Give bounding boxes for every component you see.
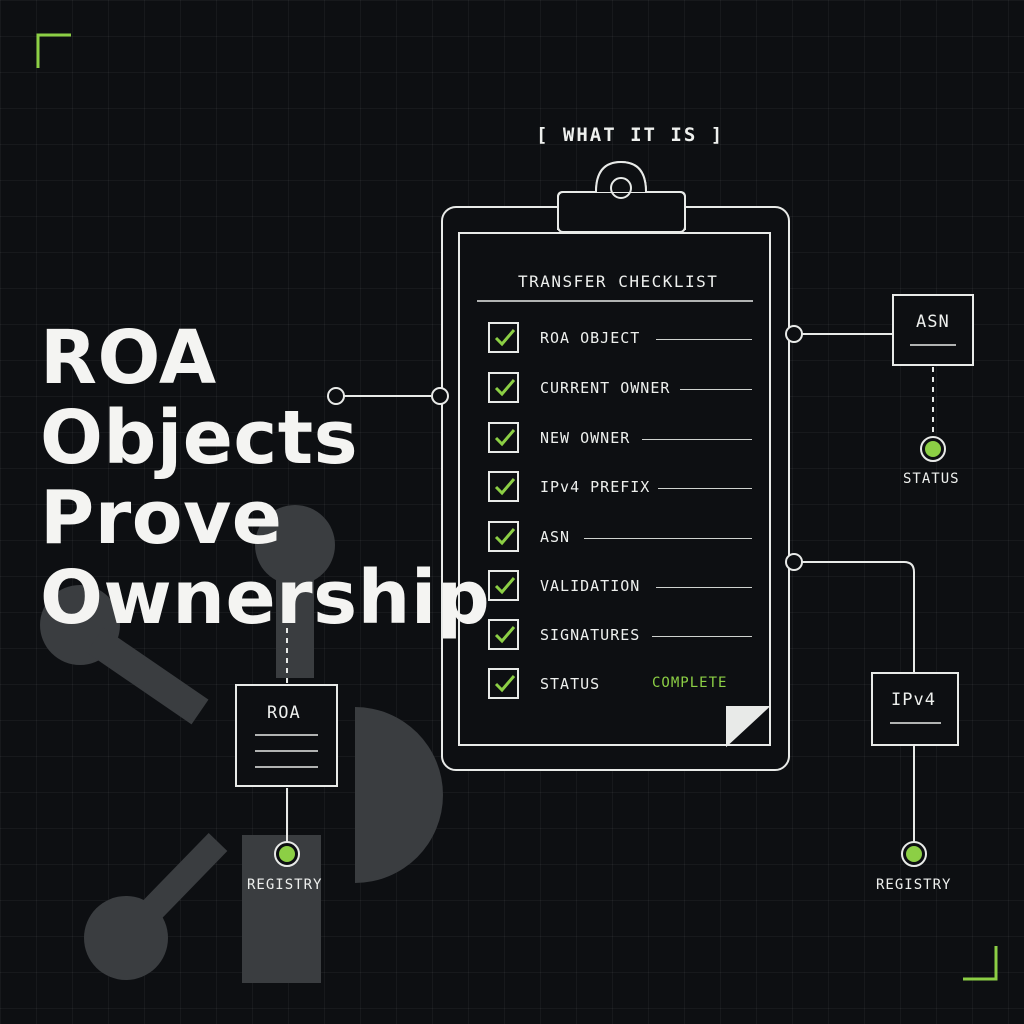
status-dot-icon (901, 841, 927, 867)
watermark-key-icon (40, 505, 443, 983)
connector-ipv4 (802, 561, 915, 672)
checkmark-icon (494, 626, 516, 644)
checkmark-icon (494, 577, 516, 595)
headline-line: ROA (40, 315, 217, 401)
checklist-item-label: IPv4 PREFIX (540, 478, 651, 496)
checklist-rule (658, 488, 752, 489)
checklist-item-label: NEW OWNER (540, 429, 631, 447)
connector-node (785, 325, 803, 343)
checklist-item: SIGNATURES (488, 619, 752, 653)
checklist-item: ASN (488, 521, 752, 555)
checkbox[interactable] (488, 422, 519, 453)
checkmark-icon (494, 675, 516, 693)
checkmark-icon (494, 429, 516, 447)
checkmark-icon (494, 379, 516, 397)
checklist-item: VALIDATION (488, 570, 752, 604)
ipv4-node-box (871, 672, 959, 746)
checklist-rule (584, 538, 752, 539)
checklist-item-label: STATUS (540, 675, 601, 693)
checklist-item-label: ROA OBJECT (540, 329, 641, 347)
corner-bracket-icon (963, 946, 998, 981)
headline-line: Ownership (40, 555, 491, 641)
checkbox[interactable] (488, 372, 519, 403)
checklist-item: STATUS COMPLETE (488, 668, 752, 702)
checklist-rule (656, 587, 752, 588)
asn-node-title: ASN (916, 312, 950, 332)
checklist-rule (642, 439, 752, 440)
checklist-item: IPv4 PREFIX (488, 471, 752, 505)
status-complete-value: COMPLETE (652, 675, 728, 691)
checklist-item: CURRENT OWNER (488, 372, 752, 406)
checkmark-icon (494, 329, 516, 347)
connector-node (327, 387, 345, 405)
connector-node (431, 387, 449, 405)
checklist-item: NEW OWNER (488, 422, 752, 456)
checkbox[interactable] (488, 521, 519, 552)
headline-line: Objects (40, 395, 359, 481)
checklist-item-label: VALIDATION (540, 577, 641, 595)
asn-status-label: STATUS (903, 471, 960, 487)
status-dot-icon (274, 841, 300, 867)
roa-registry-label: REGISTRY (247, 877, 323, 893)
headline: ROA Objects Prove Ownership (40, 318, 490, 638)
checkmark-icon (494, 528, 516, 546)
corner-bracket-icon (36, 33, 71, 68)
checklist-item-label: CURRENT OWNER (540, 379, 671, 397)
status-dot-icon (920, 436, 946, 462)
checkbox[interactable] (488, 668, 519, 699)
connector-node (785, 553, 803, 571)
checkbox[interactable] (488, 570, 519, 601)
checklist-title: TRANSFER CHECKLIST (518, 272, 719, 291)
asn-node-box (892, 294, 974, 366)
ipv4-registry-label: REGISTRY (876, 877, 952, 893)
checklist-item-label: SIGNATURES (540, 626, 641, 644)
roa-node-box (235, 684, 338, 787)
checklist-rule (652, 636, 752, 637)
clipboard-icon (441, 160, 790, 771)
checklist-rule (680, 389, 752, 390)
ipv4-node-title: IPv4 (891, 690, 936, 710)
checkbox[interactable] (488, 322, 519, 353)
checklist-item-label: ASN (540, 528, 571, 546)
checklist-item: ROA OBJECT (488, 322, 752, 356)
section-tag: [ WHAT IT IS ] (536, 124, 725, 146)
headline-line: Prove (40, 475, 283, 561)
roa-node-title: ROA (267, 703, 301, 723)
checklist-rule (656, 339, 752, 340)
checkbox[interactable] (488, 619, 519, 650)
checkbox[interactable] (488, 471, 519, 502)
checkmark-icon (494, 478, 516, 496)
